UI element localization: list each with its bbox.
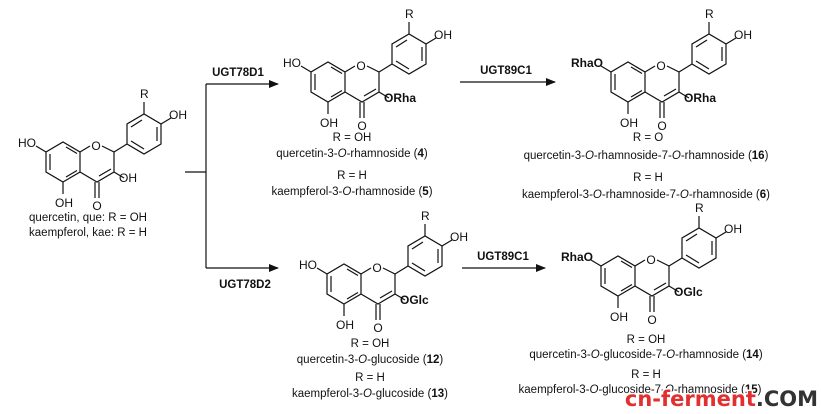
- 3-orha-group: ORha: [684, 91, 716, 105]
- p3-name-kaempferol: kaempferol-3-O-glucoside (13): [292, 388, 448, 400]
- branch-connector: [185, 78, 556, 272]
- quercetin-3-o-glucoside-7-o-rhamnoside-structure: O O OGlc RhaO OH OH R: [561, 201, 742, 327]
- carbonyl-oxygen: O: [647, 313, 656, 327]
- enzyme-ugt78d1: UGT78D1: [212, 67, 264, 79]
- 4prime-hydroxyl: OH: [169, 108, 187, 122]
- carbonyl-oxygen: O: [357, 119, 366, 133]
- 7-hydroxyl: HO: [283, 56, 301, 70]
- start-label-quercetin: quercetin, que: R = OH: [29, 212, 147, 224]
- 5-hydroxyl: OH: [620, 116, 638, 130]
- p4-r-oh: R = OH: [627, 334, 666, 346]
- 3prime-r-group: R: [705, 7, 714, 21]
- 7-hydroxyl: HO: [18, 136, 36, 150]
- 5-hydroxyl: OH: [320, 116, 338, 130]
- enzyme-ugt78d2: UGT78D2: [219, 279, 271, 291]
- 3-hydroxyl: OH: [119, 171, 137, 185]
- ring-oxygen: O: [646, 253, 655, 267]
- p3-r-h: R = H: [355, 372, 385, 384]
- p1-r-h: R = H: [337, 170, 367, 182]
- 3prime-r-group: R: [140, 87, 149, 101]
- quercetin-structure: O O OH HO OH OH R: [18, 87, 187, 213]
- 3prime-r-group: R: [421, 209, 430, 223]
- p1-r-oh: R = OH: [333, 132, 372, 144]
- p1-name-quercetin: quercetin-3-O-rhamnoside (4): [276, 148, 428, 160]
- p3-r-oh: R = OH: [351, 338, 390, 350]
- 5-hydroxyl: OH: [610, 310, 628, 324]
- p2-r-o: R = O: [633, 132, 663, 144]
- watermark: cn-ferment.COM: [623, 386, 819, 413]
- p4-name-quercetin: quercetin-3-O-glucoside-7-O-rhamnoside (…: [529, 349, 763, 361]
- enzyme-ugt89c1-bottom: UGT89C1: [477, 251, 529, 263]
- quercetin-3-o-rhamnoside-structure: O O ORha HO OH OH R: [283, 7, 452, 133]
- 3prime-r-group: R: [695, 201, 704, 215]
- ring-oxygen: O: [356, 59, 365, 73]
- carbonyl-oxygen: O: [92, 199, 101, 213]
- quercetin-3-o-rhamnoside-7-o-rhamnoside-structure: O O ORha RhaO OH OH R: [571, 7, 752, 133]
- 3-orha-group: ORha: [384, 91, 416, 105]
- p2-name-kaempferol: kaempferol-3-O-rhamnoside-7-O-rhamnoside…: [522, 189, 770, 201]
- p1-name-kaempferol: kaempferol-3-O-rhamnoside (5): [271, 186, 432, 198]
- ring-oxygen: O: [372, 261, 381, 275]
- p2-name-quercetin: quercetin-3-O-rhamnoside-7-O-rhamnoside …: [524, 150, 769, 162]
- watermark-com: .COM: [756, 387, 818, 411]
- 4prime-hydroxyl: OH: [450, 230, 468, 244]
- 5-hydroxyl: OH: [55, 196, 73, 210]
- quercetin-3-o-glucoside-structure: O O OGlc HO OH OH R: [299, 209, 468, 335]
- ring-oxygen: O: [91, 139, 100, 153]
- 3-oglc-group: OGlc: [400, 293, 429, 307]
- p3-name-quercetin: quercetin-3-O-glucoside (12): [297, 354, 444, 366]
- 5-hydroxyl: OH: [336, 318, 354, 332]
- 7-hydroxyl: HO: [299, 258, 317, 272]
- p4-r-h: R = H: [631, 369, 661, 381]
- svg-text:cn-ferment.COM: cn-ferment.COM: [625, 387, 818, 411]
- 4prime-hydroxyl: OH: [734, 28, 752, 42]
- p4-name-kaempferol: kaempferol-3-O-glucoside-7-O-rhamnoside …: [519, 384, 762, 396]
- start-label-kaempferol: kaempferol, kae: R = H: [29, 227, 147, 239]
- 4prime-hydroxyl: OH: [434, 28, 452, 42]
- 4prime-hydroxyl: OH: [724, 222, 742, 236]
- carbonyl-oxygen: O: [373, 321, 382, 335]
- p2-r-h: R = H: [633, 172, 663, 184]
- ring-oxygen: O: [656, 59, 665, 73]
- 3-oglc-group: OGlc: [674, 285, 703, 299]
- enzyme-ugt89c1-top: UGT89C1: [480, 65, 532, 77]
- carbonyl-oxygen: O: [657, 119, 666, 133]
- 7-rhao-group: RhaO: [561, 250, 593, 264]
- watermark-cn-ferment: cn-ferment: [625, 387, 756, 411]
- 7-rhao-group: RhaO: [571, 56, 603, 70]
- 3prime-r-group: R: [405, 7, 414, 21]
